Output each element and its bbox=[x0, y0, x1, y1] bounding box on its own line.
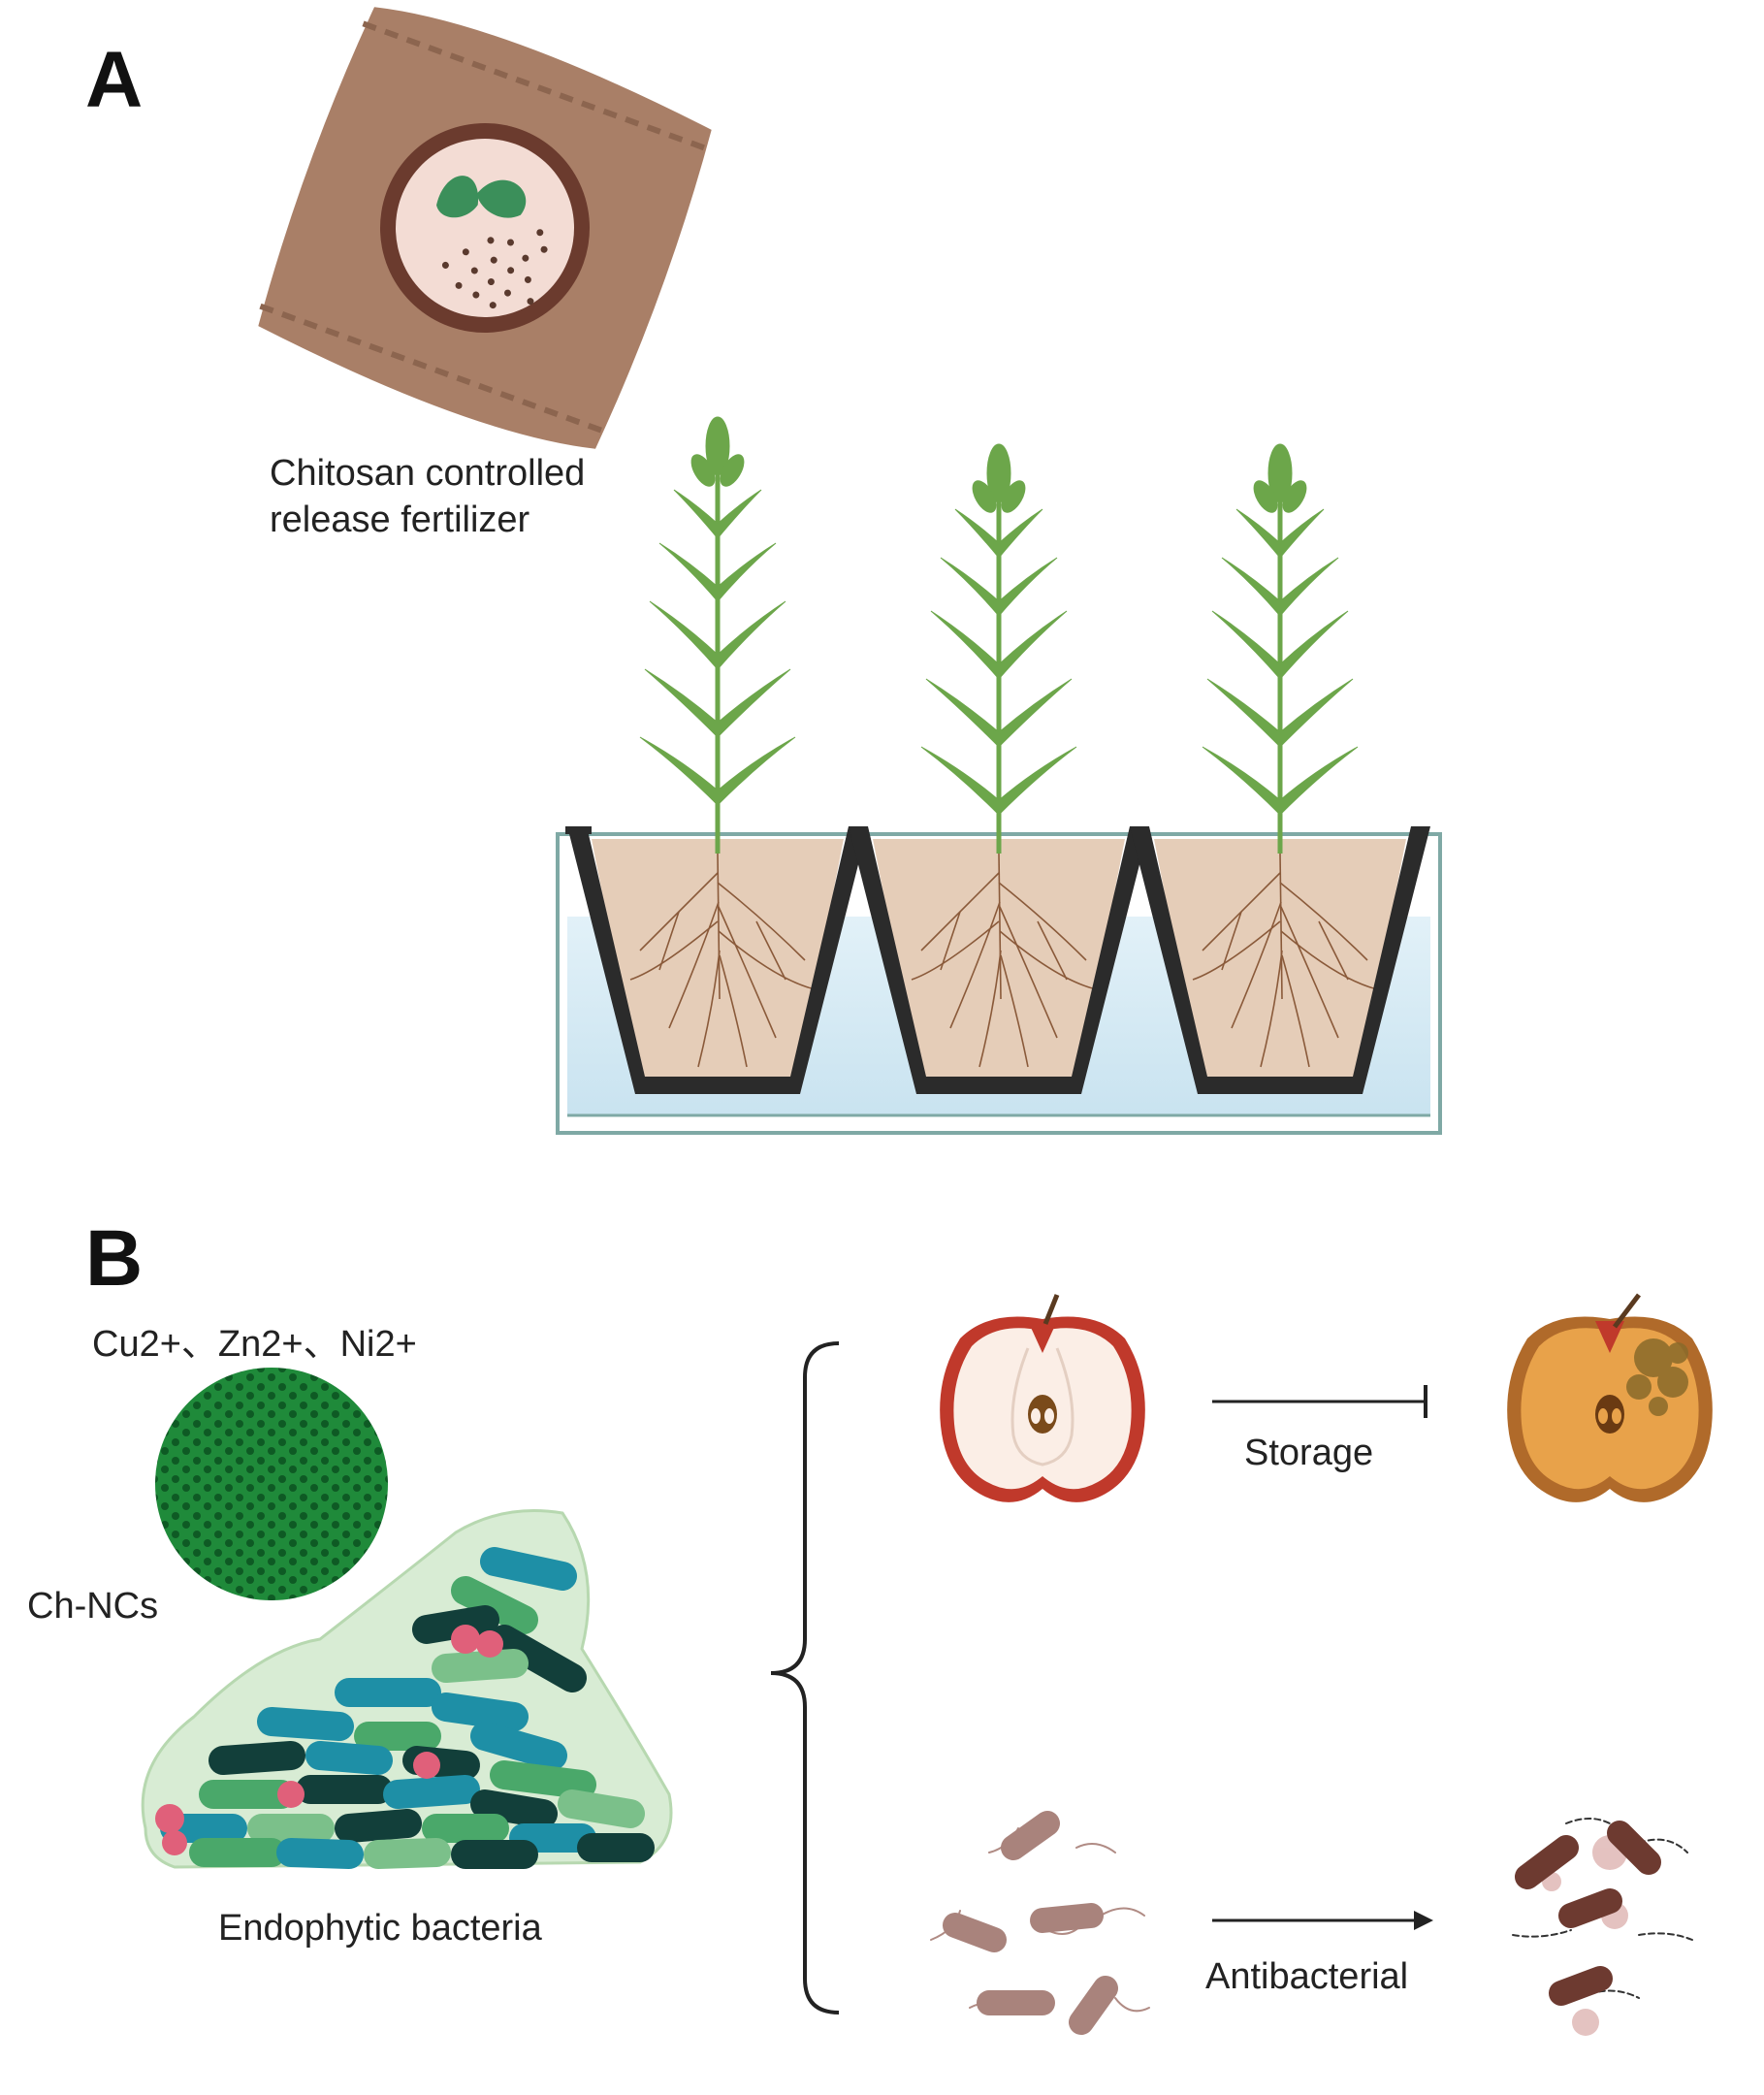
plant-1-icon bbox=[639, 416, 796, 854]
endophytic-bacteria-pile-icon bbox=[141, 1509, 673, 1869]
nanoparticle-label: Ch-NCs bbox=[27, 1586, 158, 1627]
panel-a-letter: A bbox=[85, 36, 143, 124]
plant-pot-1 bbox=[565, 826, 868, 1094]
dead-bacteria-icon bbox=[1512, 1818, 1693, 2036]
bacteria-label: Endophytic bacteria bbox=[218, 1908, 543, 1949]
plant-pot-2 bbox=[849, 826, 1149, 1094]
chitosan-nanoparticle-icon bbox=[155, 1368, 388, 1600]
plant-2-icon bbox=[920, 443, 1077, 854]
fertilizer-bag-icon bbox=[258, 7, 712, 449]
fertilizer-label-line1: Chitosan controlled bbox=[270, 453, 585, 494]
antibacterial-arrow bbox=[1212, 1911, 1433, 1930]
plant-pot-3 bbox=[1130, 826, 1430, 1094]
storage-inhibit-arrow bbox=[1212, 1385, 1427, 1418]
fresh-apple-icon bbox=[940, 1294, 1145, 1502]
plant-3-icon bbox=[1202, 443, 1359, 854]
antibacterial-label: Antibacterial bbox=[1205, 1956, 1408, 1997]
ions-label: Cu2+、Zn2+、Ni2+ bbox=[92, 1324, 417, 1365]
rotten-apple-icon bbox=[1507, 1293, 1713, 1502]
panel-b-letter: B bbox=[85, 1214, 143, 1303]
storage-label: Storage bbox=[1244, 1433, 1373, 1473]
curly-brace bbox=[770, 1341, 840, 2014]
live-bacteria-icon bbox=[930, 1811, 1150, 2035]
fertilizer-label-line2: release fertilizer bbox=[270, 500, 530, 540]
